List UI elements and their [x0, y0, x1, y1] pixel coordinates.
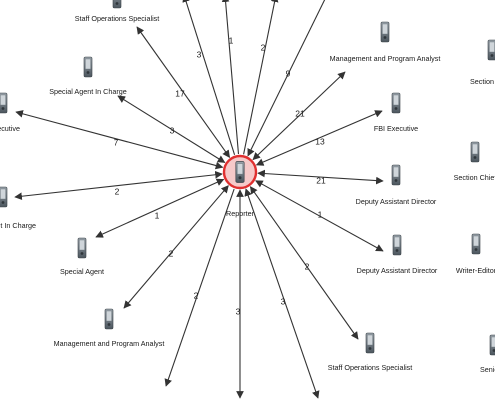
node-label: Section C [470, 77, 495, 86]
person-icon [471, 233, 481, 255]
person-icon [392, 234, 402, 256]
edge-bottom-left: 2 [164, 188, 235, 387]
node-fbi-exec[interactable]: FBI Executive [374, 92, 418, 133]
edge-weight-label: 7 [114, 137, 119, 147]
node-writer-editor[interactable]: Writer-Editor [456, 233, 495, 275]
node-label: Management and Program Analyst [330, 54, 441, 63]
node-label: Executive [0, 124, 20, 133]
edge-weight-label: 2 [115, 186, 120, 196]
node-label: Special Agent In Charge [49, 87, 127, 96]
edge-line [244, 188, 320, 399]
node-left-sac[interactable]: ent In Charge [0, 186, 36, 230]
node-mpa-bottom[interactable]: Management and Program Analyst [54, 308, 165, 348]
edge-line [123, 185, 229, 309]
edge-dad-2: 1 [255, 180, 384, 252]
edge-weight-label: 9 [286, 68, 291, 78]
edge-mpa-bottom: 2 [123, 185, 229, 309]
edge-bottom-right: 3 [244, 188, 320, 399]
node-label: Section Chief [454, 173, 495, 182]
node-left-exec[interactable]: Executive [0, 92, 20, 133]
node-sac-top[interactable]: Special Agent In Charge [49, 56, 127, 96]
edge-weight-label: 1 [229, 35, 234, 45]
node-label: Writer-Editor [456, 266, 495, 275]
node-label: ent In Charge [0, 221, 36, 230]
node-staff-ops-top[interactable]: Staff Operations Specialist [75, 0, 160, 23]
person-icon [235, 161, 245, 183]
node-staff-ops-bottom[interactable]: Staff Operations Specialist [328, 332, 413, 372]
center-label: Reporter [226, 209, 255, 218]
node-section-chief[interactable]: Section Chief [454, 141, 495, 182]
person-icon [77, 237, 87, 259]
edge-line [257, 169, 384, 185]
person-icon [487, 39, 495, 61]
person-icon [470, 141, 480, 163]
person-icon [104, 308, 114, 330]
edge-dad-1: 21 [257, 169, 384, 185]
edge-weight-label: 3 [170, 125, 175, 135]
person-icon [391, 164, 401, 186]
edge-left-exec: 7 [15, 110, 224, 170]
node-mpa-top[interactable]: Management and Program Analyst [330, 21, 441, 63]
node-label: Senior [480, 365, 495, 374]
person-icon [380, 21, 390, 43]
edge-weight-label: 3 [281, 296, 286, 306]
person-icon [365, 332, 375, 354]
person-icon [83, 56, 93, 78]
edge-weight-label: 3 [236, 306, 241, 316]
edge-line [15, 110, 224, 170]
person-icon [112, 0, 122, 9]
node-dad-1[interactable]: Deputy Assistant Director [356, 164, 437, 206]
center-node[interactable]: Reporter [222, 154, 258, 218]
edge-weight-label: 3 [197, 49, 202, 59]
node-label: Deputy Assistant Director [357, 266, 438, 275]
edge-mpa-top: 9 [247, 0, 326, 157]
edge-line [255, 110, 383, 166]
node-label: Deputy Assistant Director [356, 197, 437, 206]
edge-line [164, 188, 235, 387]
edge-weight-label: 21 [316, 175, 326, 185]
node-senior[interactable]: Senior [480, 334, 495, 374]
node-section-c[interactable]: Section C [470, 39, 495, 86]
edge-weight-label: 2 [305, 261, 310, 271]
edge-weight-label: 1 [155, 210, 160, 220]
edge-weight-label: 1 [318, 209, 323, 219]
edge-sac-top-2: 3 [117, 95, 226, 163]
edge-weight-label: 2 [194, 290, 199, 300]
person-icon [489, 334, 495, 356]
node-label: Staff Operations Specialist [75, 14, 160, 23]
person-icon [0, 92, 8, 114]
node-special-agent[interactable]: Special Agent [60, 237, 104, 276]
node-label: Staff Operations Specialist [328, 363, 413, 372]
edge-weight-label: 17 [175, 88, 185, 98]
node-dad-2[interactable]: Deputy Assistant Director [357, 234, 438, 275]
edge-weight-label: 2 [261, 42, 266, 52]
node-label: Special Agent [60, 267, 104, 276]
edge-sac-top: 17 [136, 26, 231, 158]
edge-bottom-center: 3 [236, 189, 244, 399]
edge-staff-ops-bottom: 2 [249, 186, 359, 340]
edge-weight-label: 13 [315, 136, 325, 146]
node-label: Management and Program Analyst [54, 339, 165, 348]
person-icon [391, 92, 401, 114]
edge-line [221, 0, 240, 155]
edge-weight-label: 21 [295, 108, 305, 118]
edge-fbi-exec: 13 [255, 110, 383, 166]
edge-weight-label: 2 [169, 248, 174, 258]
person-icon [0, 186, 8, 208]
node-label: FBI Executive [374, 124, 418, 133]
edge-top-1: 1 [221, 0, 240, 155]
